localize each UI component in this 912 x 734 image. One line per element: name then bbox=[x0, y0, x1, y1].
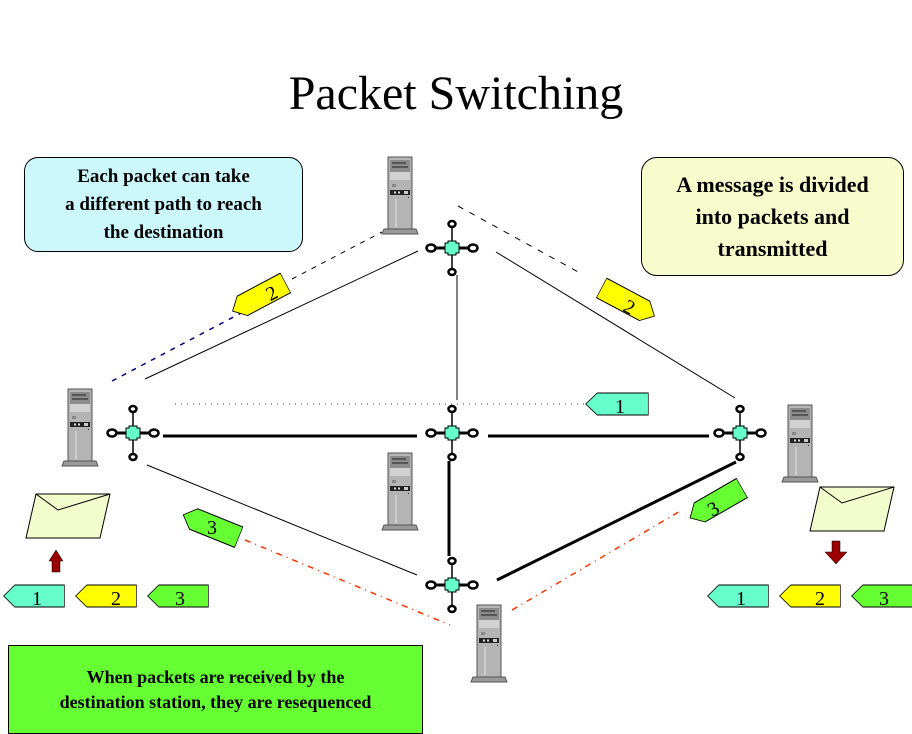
source-packet-1-label: 1 bbox=[32, 588, 42, 610]
destination-station[interactable] bbox=[781, 404, 819, 483]
down-arrow-icon bbox=[824, 540, 848, 565]
up-arrow-icon bbox=[48, 549, 64, 573]
route-packet-3-bottom bbox=[244, 539, 451, 626]
link-top-right bbox=[495, 251, 736, 399]
callout-message-divided-text: A message is divided into packets and tr… bbox=[676, 171, 869, 261]
destination-envelope-icon bbox=[809, 486, 895, 532]
link-left-bottom bbox=[146, 464, 418, 576]
page-title: Packet Switching bbox=[288, 67, 624, 120]
destination-packet-1-label: 1 bbox=[736, 588, 746, 610]
route-packet-2-top-right bbox=[457, 205, 581, 274]
right-switch[interactable] bbox=[713, 404, 767, 462]
bottom-station[interactable] bbox=[470, 604, 508, 683]
callout-resequenced: When packets are received by the destina… bbox=[8, 645, 423, 734]
callout-resequenced-text: When packets are received by the destina… bbox=[59, 666, 372, 712]
link-left-top bbox=[144, 250, 419, 380]
top-switch[interactable] bbox=[425, 219, 479, 277]
callout-different-paths: Each packet can take a different path to… bbox=[24, 157, 303, 252]
source-packet-2-label: 2 bbox=[111, 588, 121, 610]
left-switch[interactable] bbox=[106, 404, 160, 462]
source-station[interactable] bbox=[61, 388, 99, 467]
packet-3-transit-left-label: 3 bbox=[207, 517, 217, 539]
center-station[interactable] bbox=[381, 452, 419, 531]
destination-packet-3-label: 3 bbox=[879, 588, 889, 610]
bottom-switch[interactable] bbox=[425, 556, 479, 614]
callout-different-paths-text: Each packet can take a different path to… bbox=[65, 165, 262, 243]
link-bottom-right bbox=[496, 460, 737, 582]
route-packet-2-top-left bbox=[291, 231, 383, 280]
destination-packet-2-label: 2 bbox=[815, 588, 825, 610]
packet-2-transit-left bbox=[226, 272, 292, 322]
route-packet-3-dest bbox=[511, 509, 683, 611]
source-envelope-icon bbox=[25, 493, 111, 539]
source-packet-3-label: 3 bbox=[175, 588, 185, 610]
top-station[interactable] bbox=[381, 156, 419, 235]
callout-message-divided: A message is divided into packets and tr… bbox=[641, 157, 904, 276]
center-switch[interactable] bbox=[425, 404, 479, 462]
source-packet-2 bbox=[75, 584, 137, 608]
packet-1-transit-label: 1 bbox=[615, 396, 625, 418]
route-packet-2-source bbox=[111, 311, 244, 382]
destination-packet-2 bbox=[779, 584, 841, 608]
